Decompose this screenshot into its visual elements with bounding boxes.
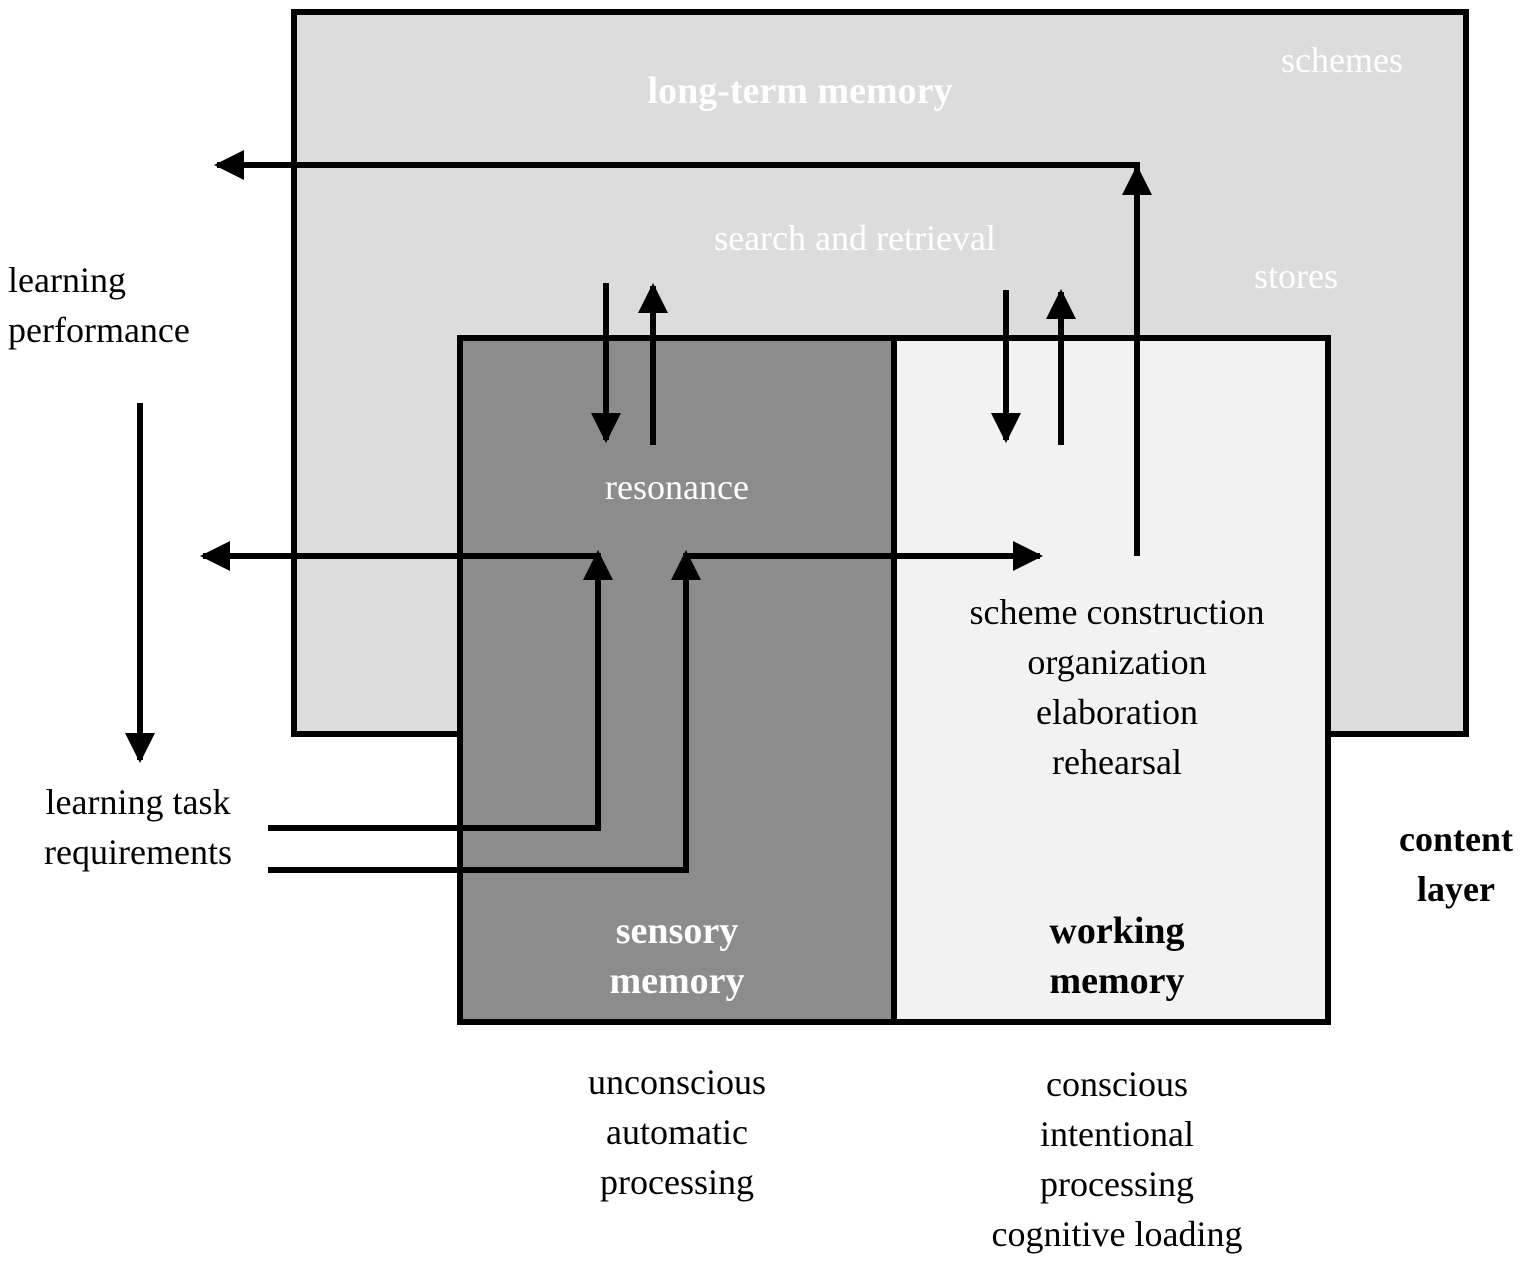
learning-performance-1: learning: [8, 260, 126, 300]
learning-task-1: learning task: [46, 782, 231, 822]
task-input-arrow-1: [268, 550, 613, 831]
content-layer-1: content: [1399, 819, 1513, 859]
search-retrieval-label: search and retrieval: [714, 218, 996, 258]
schemes-label: schemes: [1281, 40, 1403, 80]
working-below-1: conscious: [1046, 1064, 1188, 1104]
working-process-1: scheme construction: [970, 592, 1265, 632]
learning-performance-2: performance: [8, 310, 190, 350]
working-memory-box: [891, 335, 1331, 1025]
resonance-label: resonance: [605, 467, 749, 507]
working-below-4: cognitive loading: [992, 1214, 1243, 1254]
sensory-below-2: automatic: [606, 1112, 748, 1152]
working-memory-title-2: memory: [1049, 960, 1184, 1002]
working-process-4: rehearsal: [1052, 742, 1182, 782]
stores-label: stores: [1254, 256, 1338, 296]
sensory-below-3: processing: [600, 1162, 754, 1202]
task-input-arrow-2: [268, 550, 701, 873]
learning-task-2: requirements: [44, 832, 232, 872]
working-memory-title-1: working: [1049, 910, 1184, 952]
content-layer-2: layer: [1417, 869, 1495, 909]
sensory-memory-title-2: memory: [609, 960, 744, 1002]
working-below-2: intentional: [1040, 1114, 1194, 1154]
long-term-memory-title: long-term memory: [648, 70, 953, 112]
working-below-3: processing: [1040, 1164, 1194, 1204]
working-process-2: organization: [1027, 642, 1206, 682]
working-process-3: elaboration: [1036, 692, 1198, 732]
sensory-below-1: unconscious: [588, 1062, 766, 1102]
sensory-memory-title-1: sensory: [616, 910, 738, 952]
sensory-memory-box: [457, 335, 897, 1025]
